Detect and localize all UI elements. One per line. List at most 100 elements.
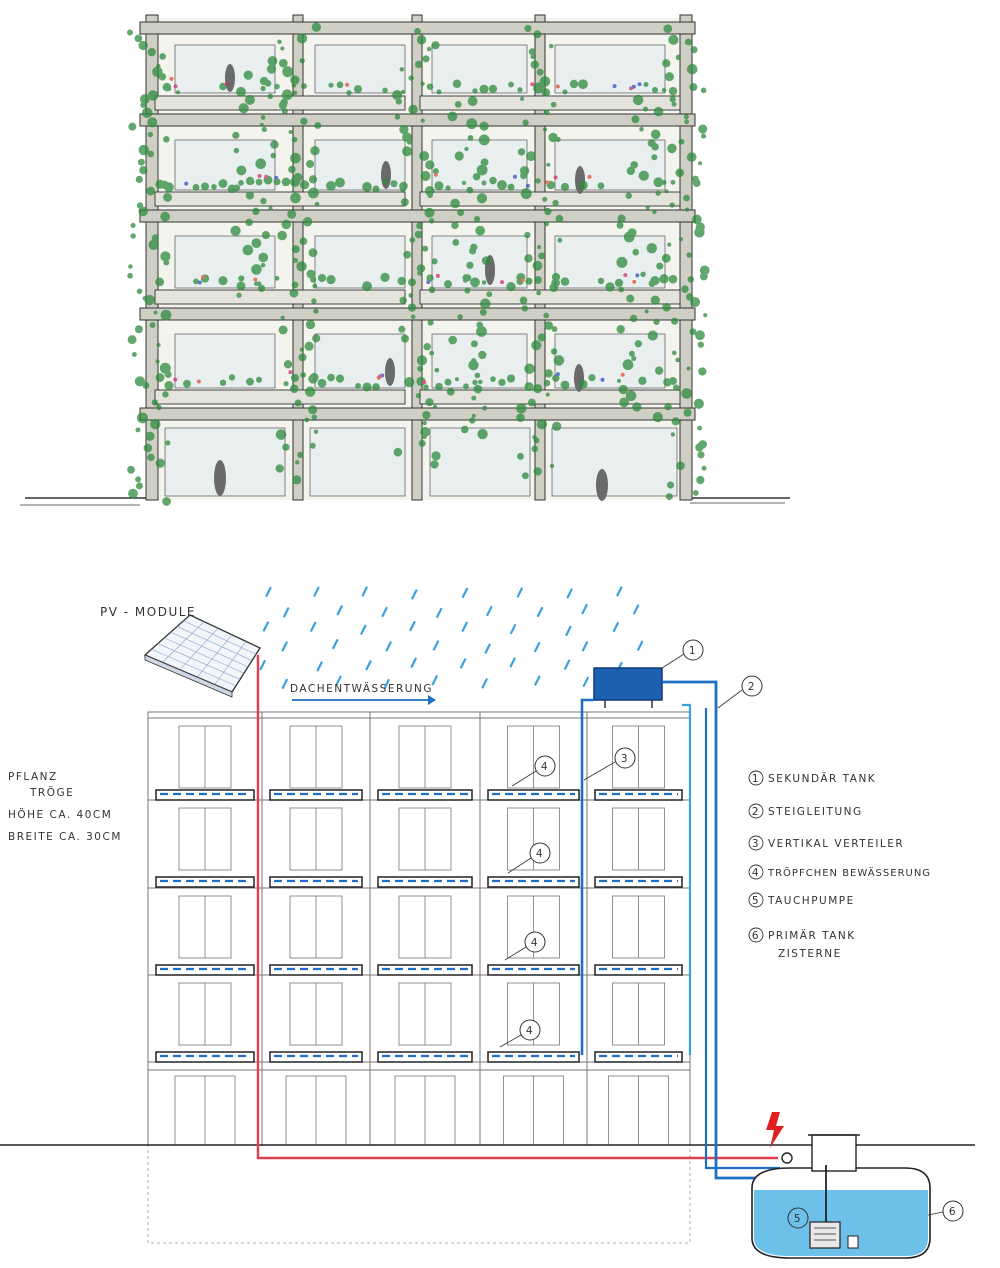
leaf [431, 258, 438, 265]
leaf [671, 317, 679, 325]
leaf [418, 439, 426, 447]
leaf [130, 233, 136, 239]
leaf [326, 180, 336, 191]
rain-drop [510, 623, 517, 635]
leaf [128, 488, 138, 499]
rain-drop [332, 639, 339, 650]
leaf [426, 274, 434, 282]
leaf [516, 403, 527, 414]
leaf [622, 359, 634, 371]
leaf [631, 115, 640, 124]
leaf [292, 90, 298, 96]
leaf [478, 134, 490, 146]
leaf [266, 64, 277, 74]
leaf [281, 89, 293, 101]
pv-cell-line [164, 637, 245, 674]
leaf [287, 209, 297, 219]
leaf [481, 280, 487, 285]
leaf [422, 410, 431, 420]
leaf [305, 319, 316, 330]
leaf [464, 287, 471, 294]
leaf [479, 298, 491, 309]
leaf [278, 325, 288, 335]
leaf [578, 379, 588, 389]
leaf [353, 85, 363, 94]
svg-text:SEKUNDÄR TANK: SEKUNDÄR TANK [768, 772, 876, 785]
pv-cell-line [183, 620, 257, 655]
leaf [313, 308, 319, 314]
planter-trough [377, 1051, 473, 1063]
leaf [486, 291, 493, 298]
leaf [311, 22, 322, 32]
leaf [244, 94, 255, 105]
leaf [527, 398, 536, 407]
rain-drop [335, 675, 342, 686]
leaf [236, 292, 242, 298]
leaf [135, 427, 141, 433]
marker-4b: 4 [507, 842, 551, 874]
leaf [311, 298, 317, 304]
flower [197, 280, 202, 285]
leaf [480, 158, 489, 167]
leaf [423, 384, 429, 391]
flower [553, 175, 558, 180]
leaf [155, 359, 160, 364]
leaf [417, 365, 424, 372]
leaf [236, 281, 246, 291]
rain-drop [509, 657, 516, 668]
leaf [163, 259, 170, 266]
leaf [548, 132, 558, 143]
leaf [416, 222, 423, 230]
leaf [430, 460, 439, 469]
leaf [643, 106, 649, 112]
leaf [546, 162, 551, 167]
leaf [243, 70, 253, 80]
leaf [166, 86, 172, 92]
leaf [227, 184, 237, 194]
leaf [394, 114, 401, 120]
leaf [155, 179, 165, 189]
climbing-plants [126, 22, 710, 506]
leaf [476, 164, 488, 176]
leaf [623, 231, 635, 243]
planter-trough [487, 964, 580, 976]
pv-cell-line [157, 643, 241, 680]
leaf [650, 295, 660, 305]
leaf [397, 276, 406, 286]
leaf [290, 373, 300, 382]
leaf [479, 308, 487, 316]
leaf [541, 88, 551, 97]
leaf [382, 87, 388, 94]
leaf [238, 103, 249, 114]
balcony-rails [154, 95, 681, 405]
leaf [183, 379, 191, 388]
leaf [466, 118, 478, 130]
leaf [560, 380, 570, 390]
leaf [308, 175, 318, 184]
leaf [399, 185, 407, 192]
leaf [669, 202, 675, 208]
leaf [445, 185, 451, 191]
leaf [146, 186, 156, 196]
leaf [429, 350, 435, 356]
leaf [618, 384, 628, 395]
leaf [245, 191, 255, 200]
flower [288, 370, 293, 375]
leaf [273, 178, 281, 186]
leaf [655, 366, 664, 375]
leaf [669, 377, 677, 385]
flower [433, 172, 438, 177]
legend-item-6: 6 PRIMÄR TANK ZISTERNE [748, 927, 854, 960]
leaf [645, 205, 650, 210]
leaf [416, 355, 428, 366]
leaf [536, 68, 544, 76]
leaf [336, 81, 344, 89]
leaf [632, 94, 644, 106]
leaf [304, 417, 310, 423]
leaf [675, 168, 685, 178]
leaf [281, 177, 291, 187]
leaf [160, 211, 170, 222]
leaf [450, 198, 460, 209]
leaf [616, 256, 628, 268]
leaf [555, 214, 564, 223]
